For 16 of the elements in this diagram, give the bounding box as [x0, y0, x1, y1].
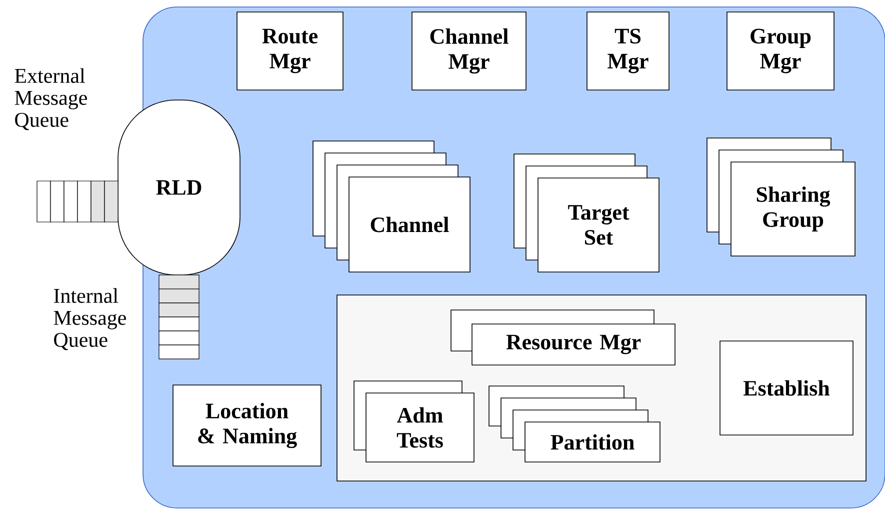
- component-box: TS Mgr: [586, 12, 670, 90]
- component-box: Target Set: [514, 154, 660, 272]
- component-box: Route Mgr: [236, 12, 344, 90]
- component-box: Channel: [312, 140, 470, 272]
- component-box: Group Mgr: [726, 12, 834, 90]
- component-box: Establish: [720, 340, 854, 436]
- component-box: Channel Mgr: [412, 12, 526, 90]
- queue-label: External Message Queue: [14, 68, 87, 130]
- component-box: Location & Naming: [172, 384, 322, 466]
- process-pill: RLD: [118, 100, 240, 276]
- node-label: Partition: [550, 434, 634, 450]
- component-box: Sharing Group: [706, 138, 856, 256]
- component-box: Partition: [488, 386, 660, 462]
- queue-label: Internal Message Queue: [54, 288, 126, 350]
- component-box: Adm Tests: [354, 380, 474, 462]
- component-box: Resource Mgr: [450, 310, 676, 366]
